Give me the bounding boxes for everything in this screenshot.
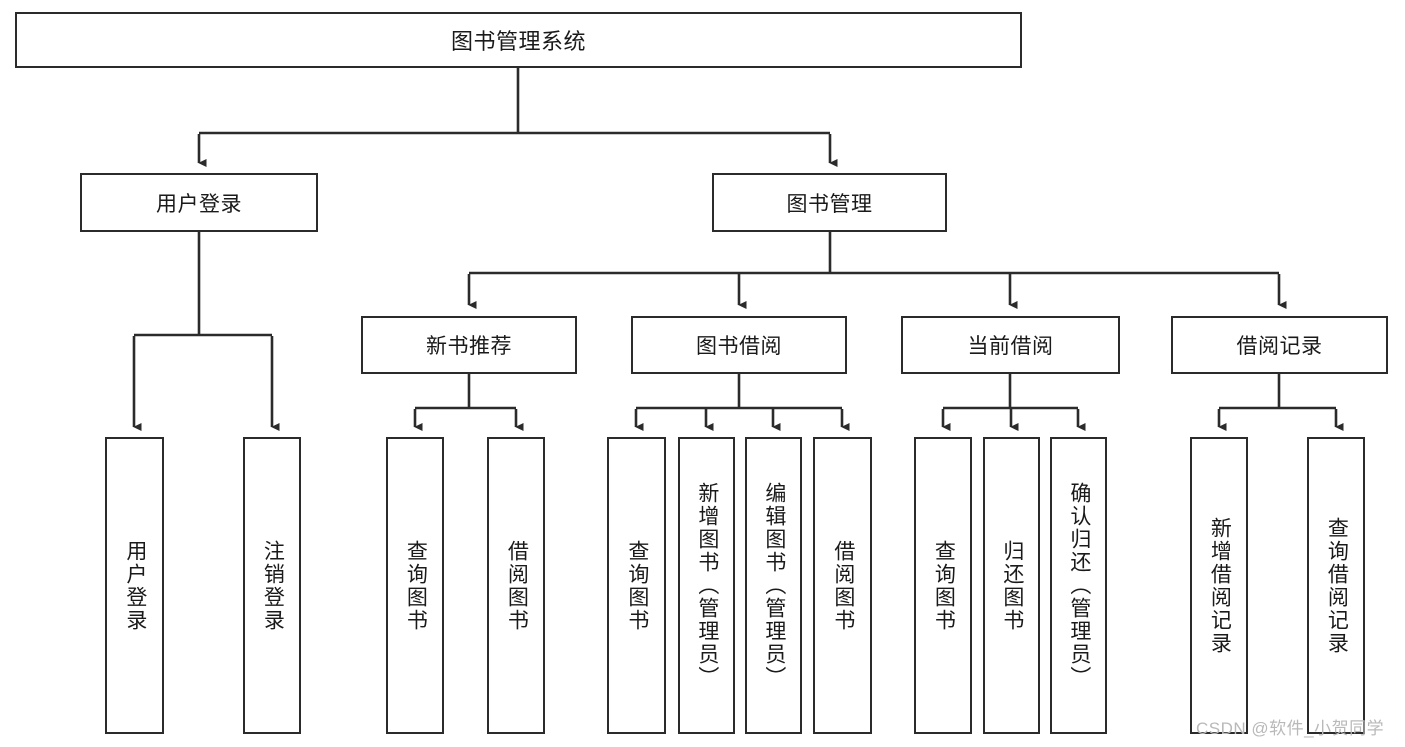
node-new-book-recommend[interactable]: 新书推荐 [361, 316, 577, 374]
node-current-borrow[interactable]: 当前借阅 [901, 316, 1120, 374]
node-user-login-label: 用户登录 [156, 192, 242, 216]
node-leaf-add-borrow-record-label: 新增借阅记录 [1208, 516, 1232, 655]
node-leaf-return-book[interactable]: 归还图书 [983, 437, 1040, 734]
node-leaf-add-book-admin-label: 新增图书（管理员） [695, 482, 719, 689]
node-leaf-query-book-recommend[interactable]: 查询图书 [386, 437, 444, 734]
node-leaf-return-book-label: 归还图书 [1000, 539, 1024, 632]
node-leaf-query-book-borrow[interactable]: 查询图书 [607, 437, 666, 734]
node-root-label: 图书管理系统 [450, 29, 586, 54]
node-leaf-borrow-book-recommend[interactable]: 借阅图书 [487, 437, 545, 734]
node-leaf-logout-login-label: 注销登录 [261, 539, 285, 632]
node-leaf-edit-book-admin-label: 编辑图书（管理员） [762, 482, 786, 689]
node-borrow-record[interactable]: 借阅记录 [1171, 316, 1388, 374]
node-leaf-borrow-book-label: 借阅图书 [831, 539, 855, 632]
node-borrow-record-label: 借阅记录 [1236, 335, 1323, 358]
node-root[interactable]: 图书管理系统 [15, 12, 1022, 68]
node-leaf-confirm-return-admin-label: 确认归还（管理员） [1067, 482, 1091, 689]
node-leaf-user-login-label: 用户登录 [123, 539, 147, 632]
node-book-borrow[interactable]: 图书借阅 [631, 316, 847, 374]
node-leaf-add-borrow-record[interactable]: 新增借阅记录 [1190, 437, 1248, 734]
node-leaf-borrow-book[interactable]: 借阅图书 [813, 437, 872, 734]
node-leaf-add-book-admin[interactable]: 新增图书（管理员） [678, 437, 735, 734]
node-leaf-edit-book-admin[interactable]: 编辑图书（管理员） [745, 437, 802, 734]
node-book-manage[interactable]: 图书管理 [712, 173, 947, 232]
node-leaf-query-book-current[interactable]: 查询图书 [914, 437, 972, 734]
node-leaf-logout-login[interactable]: 注销登录 [243, 437, 301, 734]
node-leaf-query-book-recommend-label: 查询图书 [404, 539, 428, 632]
node-new-book-recommend-label: 新书推荐 [426, 335, 512, 358]
node-leaf-query-book-borrow-label: 查询图书 [625, 539, 649, 632]
node-current-borrow-label: 当前借阅 [967, 335, 1054, 358]
node-user-login[interactable]: 用户登录 [80, 173, 318, 232]
node-leaf-query-book-current-label: 查询图书 [932, 539, 956, 632]
node-leaf-query-borrow-record-label: 查询借阅记录 [1325, 516, 1349, 655]
node-book-borrow-label: 图书借阅 [696, 335, 782, 358]
node-leaf-query-borrow-record[interactable]: 查询借阅记录 [1307, 437, 1365, 734]
node-leaf-borrow-book-recommend-label: 借阅图书 [505, 539, 529, 632]
node-book-manage-label: 图书管理 [786, 192, 873, 216]
node-leaf-user-login[interactable]: 用户登录 [105, 437, 164, 734]
watermark-text: CSDN @软件_小贺同学 [1196, 719, 1385, 738]
node-leaf-confirm-return-admin[interactable]: 确认归还（管理员） [1050, 437, 1107, 734]
